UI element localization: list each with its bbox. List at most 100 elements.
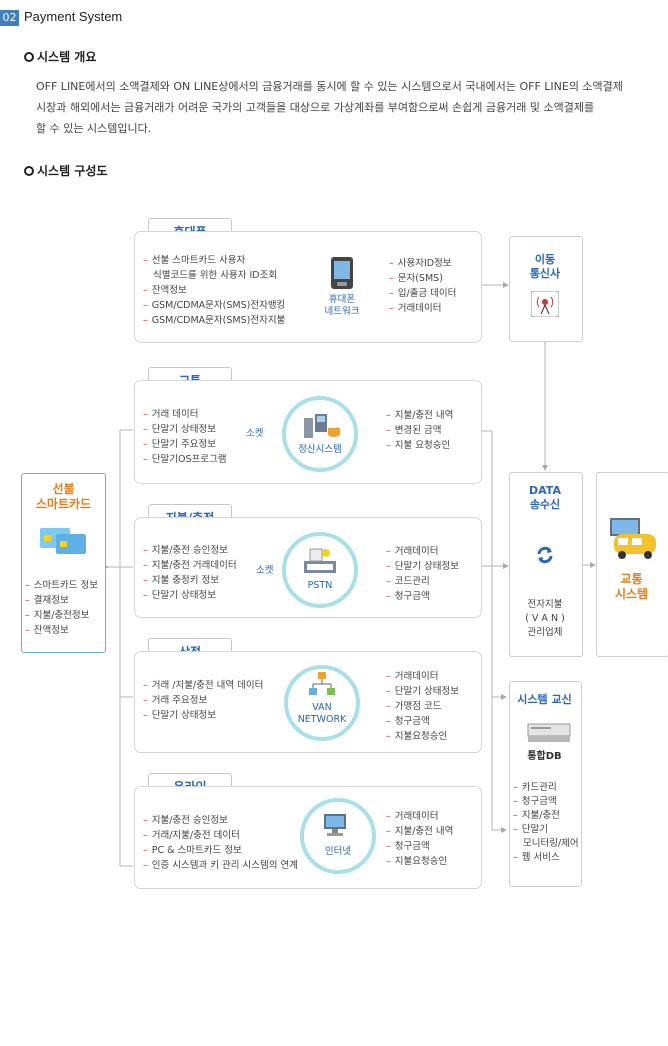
server-icon [302,414,340,442]
structure-heading: 시스템 구성도 [24,162,107,179]
smartcard-icon [40,528,88,556]
section-number-badge: 02 [0,10,19,26]
list-item: –변경된 금액 [386,425,442,436]
internet-label: 인터넷 [324,846,352,857]
payment-right-list: –거래데이터 –단말기 상태정보 –코드관리 –청구금액 [386,544,459,604]
transport-left-list: –거래 데이터 –단말기 상태정보 –단말기 주요정보 –단말기OS프로그램 [143,407,226,467]
list-item: –지불/충전 승인정보 [143,545,228,556]
list-item: –단말기 [513,824,548,835]
list-item: –GSM/CDMA문자(SMS)전자뱅킹 [143,300,286,311]
overview-line: 시장과 해외에서는 금융거래가 어려운 국가의 고객들을 대상으로 가상계좌를 … [36,101,595,114]
store-right-list: –거래데이터 –단말기 상태정보 –가맹점 코드 –청구금액 –지불요청승인 [386,669,459,744]
list-item: –입/출금 데이터 [389,288,457,299]
list-item: –가맹점 코드 [386,701,442,712]
list-item: –거래/지불/충전 데이터 [143,830,240,841]
list-item: –카드관리 [513,782,557,793]
list-item: –거래 /지불/충전 내역 데이터 [143,680,264,691]
list-item: –단말기 주요정보 [143,439,216,450]
socket-label: 소켓 [246,428,264,439]
list-item: –PC & 스마트카드 정보 [143,845,242,856]
computer-icon [322,813,348,837]
database-server-icon [527,722,571,744]
list-item: –지불/충전 내역 [386,410,454,421]
bus-icon [608,518,658,560]
list-item: –문자(SMS) [389,273,443,284]
list-item: –사용자ID정보 [389,258,452,269]
mobile-left-list: –선불 스마트카드 사용자 식별코드를 위한 사용자 ID조회 –잔액정보 –G… [143,253,285,328]
list-item: –지불/충전 [513,810,560,821]
list-item: –선불 스마트카드 사용자 [143,255,246,266]
list-item: –지불요청승인 [386,731,448,742]
overview-heading: 시스템 개요 [24,48,96,65]
list-item: –단말기 상태정보 [143,424,216,435]
list-item: –청구금액 [386,591,430,602]
online-right-list: –거래데이터 –지불/충전 내역 –청구금액 –지불요청승인 [386,809,453,869]
list-item: 모니터링/제어 [523,838,579,849]
carrier-box [509,236,583,342]
antenna-icon [530,290,560,318]
overview-line: 할 수 있는 시스템입니다. [36,122,152,135]
pstn-label: PSTN [307,580,333,591]
sync-icon [535,545,555,565]
list-item: –지불/충전 내역 [386,826,454,837]
list-item: –청구금액 [513,796,557,807]
list-item: –단말기OS프로그램 [143,454,227,465]
list-item: 식별코드를 위한 사용자 ID조회 [153,270,278,281]
system-center-list: –카드관리 –청구금액 –지불/충전 –단말기 모니터링/제어 –웹 서비스 [513,781,579,865]
list-item: –거래 데이터 [143,409,199,420]
list-item: –단말기 상태정보 [143,590,216,601]
settlement-circle [282,396,358,472]
overview-line: OFF LINE에서의 소액결제와 ON LINE상에서의 금융거래를 동시에 … [36,80,623,93]
list-item: –지불/충전 승인정보 [143,815,228,826]
socket-label: 소켓 [256,565,274,576]
list-item: –스마트카드 정보 [25,580,98,591]
list-item: –웹 서비스 [513,852,560,863]
list-item: –거래데이터 [386,546,439,557]
data-tx-sub: 전자지불( V A N )관리업체 [525,599,565,638]
list-item: –청구금액 [386,841,430,852]
bullet-icon [24,166,34,176]
smartcard-box [21,473,106,653]
settlement-label: 정산시스템 [298,444,342,455]
list-item: –청구금액 [386,716,430,727]
mobile-right-list: –사용자ID정보 –문자(SMS) –입/출금 데이터 –거래데이터 [389,256,456,316]
list-item: –거래 주요정보 [143,695,208,706]
data-tx-box [509,472,583,657]
list-item: –잔액정보 [25,625,69,636]
list-item: –코드관리 [386,576,430,587]
list-item: –거래데이터 [386,671,439,682]
network-icon [308,672,336,698]
list-item: –지불 충정키 정보 [143,575,219,586]
mobile-phone-icon [330,256,354,290]
list-item: –지불/충전정보 [25,610,90,621]
list-item: –단말기 상태정보 [143,710,216,721]
db-label: 통합DB [527,751,562,762]
overview-paragraph: OFF LINE에서의 소액결제와 ON LINE상에서의 금융거래를 동시에 … [36,76,660,139]
list-item: –인증 시스템과 키 관리 시스템의 연계 [143,860,298,871]
smartcard-list: –스마트카드 정보 –결재정보 –지불/충전정보 –잔액정보 [25,578,98,638]
overview-heading-text: 시스템 개요 [37,50,97,64]
list-item: –지불요청승인 [386,856,448,867]
payment-left-list: –지불/충전 승인정보 –지불/충전 거래데이터 –지불 충정키 정보 –단말기… [143,543,237,603]
list-item: –GSM/CDMA문자(SMS)전자지불 [143,315,286,326]
list-item: –잔액정보 [143,285,187,296]
structure-heading-text: 시스템 구성도 [37,164,108,178]
list-item: –거래데이터 [389,303,442,314]
system-center-box [509,681,582,887]
terminal-icon [302,547,338,575]
list-item: –단말기 상태정보 [386,686,459,697]
group-mobile [134,231,482,343]
system-center-title: 시스템 교신 [517,693,572,706]
list-item: –결재정보 [25,595,69,606]
online-left-list: –지불/충전 승인정보 –거래/지불/충전 데이터 –PC & 스마트카드 정보… [143,813,298,873]
list-item: –지불/충전 거래데이터 [143,560,237,571]
list-item: –지불 요청승인 [386,440,451,451]
bullet-icon [24,52,34,62]
list-item: –단말기 상태정보 [386,561,459,572]
page-title: Payment System [24,9,123,24]
